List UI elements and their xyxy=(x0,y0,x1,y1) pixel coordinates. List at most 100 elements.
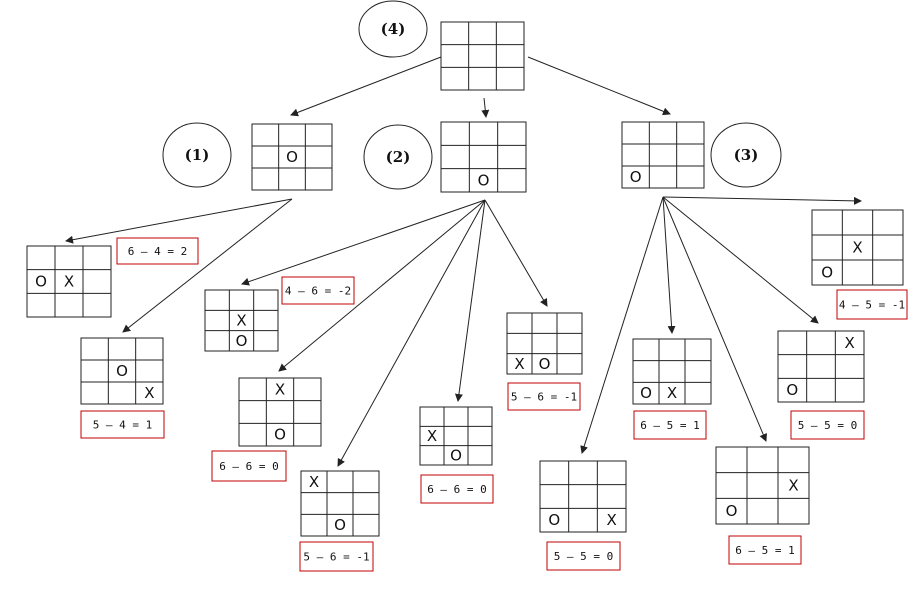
x-mark: X xyxy=(514,355,524,373)
node-circle-c2: (2) xyxy=(363,124,433,190)
circle-label-text: (2) xyxy=(386,148,411,166)
board-b3: O xyxy=(621,121,705,189)
x-mark: X xyxy=(64,273,74,291)
score-label-box xyxy=(80,410,165,439)
board-frame xyxy=(632,338,712,405)
tree-edge-arrow xyxy=(278,199,486,372)
board-frame xyxy=(539,460,627,533)
node-circle-c3: (3) xyxy=(710,122,782,188)
x-mark: X xyxy=(309,473,319,491)
o-mark: O xyxy=(726,502,738,520)
circle-outline xyxy=(710,122,782,188)
score-label-box xyxy=(420,474,494,504)
circle-outline xyxy=(358,0,428,58)
board-frame xyxy=(300,470,380,537)
circle-label-text: (3) xyxy=(734,146,759,164)
board-frame xyxy=(440,21,525,91)
o-mark: O xyxy=(548,511,560,529)
board-b2b: XO xyxy=(238,377,322,447)
x-mark: X xyxy=(275,380,285,398)
circle-outline xyxy=(162,122,232,188)
board-b3c: XO xyxy=(715,446,810,525)
board-frame xyxy=(811,209,904,286)
board-frame xyxy=(26,245,112,318)
score-label-l2e: 5 – 6 = -1 xyxy=(507,382,581,411)
x-mark: X xyxy=(427,427,437,445)
tree-edge-arrow xyxy=(454,199,486,402)
tree-edge-arrow xyxy=(662,196,767,442)
score-label-box xyxy=(836,289,908,320)
score-label-text: 6 – 4 = 2 xyxy=(128,245,188,258)
tree-edge-arrow xyxy=(484,199,548,307)
score-label-l3d: 5 – 5 = 0 xyxy=(790,410,865,440)
o-mark: O xyxy=(274,426,286,444)
board-frame xyxy=(238,377,322,447)
board-root xyxy=(440,21,525,91)
x-mark: X xyxy=(667,384,677,402)
score-label-box xyxy=(116,237,199,265)
board-b2: O xyxy=(440,121,527,193)
score-label-text: 5 – 4 = 1 xyxy=(93,419,153,432)
o-mark: O xyxy=(286,148,298,166)
score-label-l1a: 6 – 4 = 2 xyxy=(116,237,199,265)
tree-edge-arrow xyxy=(290,56,442,117)
score-label-l3e: 4 – 5 = -1 xyxy=(836,289,908,320)
circle-label-text: (4) xyxy=(381,20,406,38)
tree-edge-arrow xyxy=(662,196,862,205)
score-labels: 6 – 4 = 25 – 4 = 14 – 6 = -26 – 6 = 05 –… xyxy=(80,237,908,572)
x-mark: X xyxy=(852,239,862,257)
o-mark: O xyxy=(478,171,490,189)
o-mark: O xyxy=(640,384,652,402)
o-mark: O xyxy=(630,168,642,186)
score-label-box xyxy=(546,541,621,571)
board-frame xyxy=(204,289,279,352)
score-label-text: 5 – 5 = 0 xyxy=(798,419,858,432)
tree-edge-arrow xyxy=(65,198,293,244)
board-frame xyxy=(80,337,164,405)
score-label-text: 6 – 6 = 0 xyxy=(427,483,487,496)
board-frame xyxy=(506,312,583,375)
tree-edge-arrow xyxy=(481,97,490,118)
tree-edge-arrow xyxy=(580,196,664,454)
board-b2a: XO xyxy=(204,289,279,352)
board-b1: O xyxy=(251,123,333,191)
board-frame xyxy=(777,330,865,403)
o-mark: O xyxy=(821,264,833,282)
score-label-l2d: 6 – 6 = 0 xyxy=(420,474,494,504)
board-b3e: XO xyxy=(811,209,904,286)
score-label-l2c: 5 – 6 = -1 xyxy=(299,541,374,572)
score-label-text: 6 – 6 = 0 xyxy=(219,460,279,473)
o-mark: O xyxy=(334,516,346,534)
score-label-text: 5 – 6 = -1 xyxy=(511,391,577,404)
tree-edge-arrow xyxy=(662,196,676,334)
o-mark: O xyxy=(786,381,798,399)
tree-edge-arrow xyxy=(122,198,293,333)
score-label-text: 5 – 6 = -1 xyxy=(303,551,369,564)
score-label-box xyxy=(790,410,865,440)
score-label-text: 6 – 5 = 1 xyxy=(640,419,700,432)
circle-outline xyxy=(363,124,433,190)
node-circle-c4: (4) xyxy=(358,0,428,58)
board-b2d: XO xyxy=(419,406,493,466)
board-frame xyxy=(251,123,333,191)
board-frame xyxy=(715,446,810,525)
x-mark: X xyxy=(144,384,154,402)
score-label-box xyxy=(633,410,707,440)
o-mark: O xyxy=(450,446,462,464)
score-label-l2b: 6 – 6 = 0 xyxy=(211,450,287,482)
tree-edge-arrow xyxy=(662,196,819,324)
score-label-text: 5 – 5 = 0 xyxy=(554,550,614,563)
x-mark: X xyxy=(845,334,855,352)
board-frame xyxy=(621,121,705,189)
o-mark: O xyxy=(539,355,551,373)
board-b2c: XO xyxy=(300,470,380,537)
score-label-box xyxy=(299,541,374,572)
score-label-l3a: 5 – 5 = 0 xyxy=(546,541,621,571)
board-b3d: XO xyxy=(777,330,865,403)
tree-edge-arrow xyxy=(241,199,486,286)
tree-edge-arrow xyxy=(527,56,671,116)
score-label-box xyxy=(728,535,802,565)
